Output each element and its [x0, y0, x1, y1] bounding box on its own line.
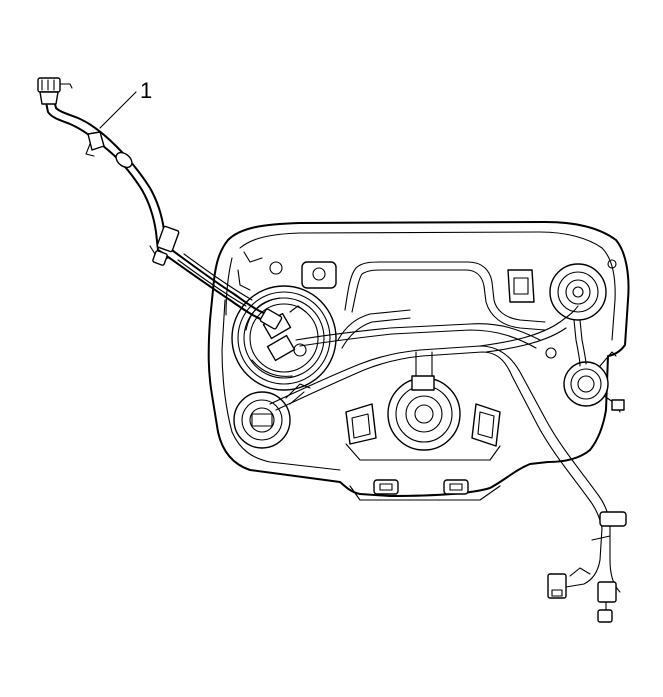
port-right — [563, 351, 625, 413]
port-top-right — [549, 263, 607, 321]
callout-1: 1 — [99, 78, 152, 129]
tank-bosses — [269, 259, 617, 359]
fuel-lines — [269, 305, 611, 529]
fuel-pump-module — [231, 285, 337, 391]
fuel-tank — [207, 221, 630, 501]
tank-channel — [344, 261, 546, 331]
port-center — [345, 351, 501, 461]
callout-leader-line — [99, 91, 137, 129]
tank-clips — [373, 479, 469, 495]
fuel-sender-harness — [37, 77, 283, 330]
lower-right-harness — [547, 511, 627, 623]
port-left-bottom — [233, 391, 291, 449]
callout-label: 1 — [140, 78, 152, 103]
